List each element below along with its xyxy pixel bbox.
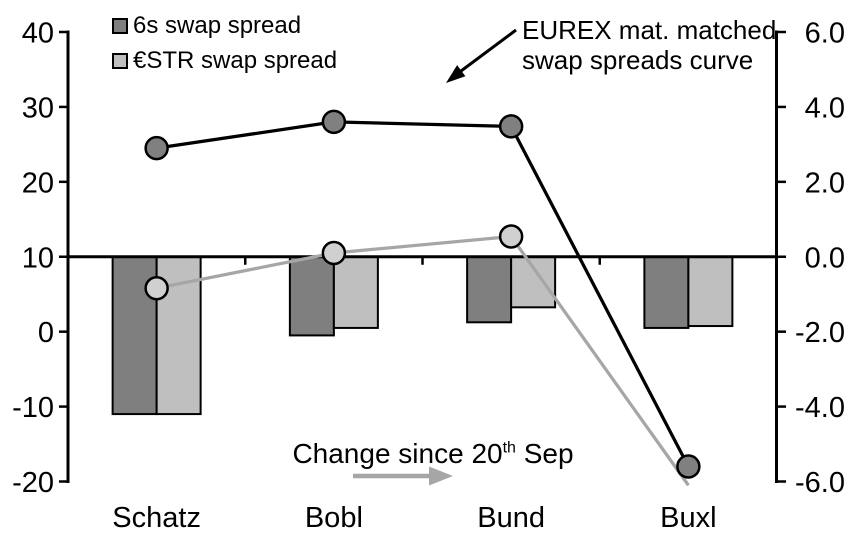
left-axis-tick-label: 10 bbox=[22, 242, 54, 274]
bar-bobl-estr bbox=[332, 255, 379, 329]
category-label-schatz: Schatz bbox=[112, 502, 201, 534]
line-series-estr bbox=[144, 224, 690, 487]
legend-item-6s-swap-spread: 6s swap spread bbox=[112, 8, 337, 43]
line-series-6s bbox=[144, 109, 701, 479]
category-label-bobl: Bobl bbox=[305, 502, 363, 534]
legend-swatch-estr-icon bbox=[112, 52, 128, 69]
right-axis-tick-label: 0.0 bbox=[805, 242, 845, 274]
data-point-schatz-estr bbox=[144, 275, 169, 301]
bar-bund-6s bbox=[466, 255, 513, 324]
change-note-suffix: Sep bbox=[515, 438, 574, 469]
right-axis-tick-label: -2.0 bbox=[795, 317, 845, 349]
right-axis-tick-label: 4.0 bbox=[805, 92, 845, 124]
chart-legend: 6s swap spread €STR swap spread bbox=[112, 8, 337, 78]
left-axis-tick-label: 30 bbox=[22, 92, 54, 124]
left-axis-tick-label: -20 bbox=[12, 467, 54, 499]
left-axis-tick-label: 40 bbox=[22, 18, 54, 50]
legend-item-estr-swap-spread: €STR swap spread bbox=[112, 43, 337, 78]
data-point-schatz-6s bbox=[144, 135, 169, 161]
left-axis: 40 30 20 10 0 -10 -20 bbox=[12, 18, 70, 499]
bar-buxl-estr bbox=[687, 255, 734, 328]
right-axis: 6.0 4.0 2.0 0.0 -2.0 -4.0 -6.0 bbox=[775, 18, 845, 499]
data-point-buxl-6s bbox=[676, 454, 701, 479]
legend-label-6s: 6s swap spread bbox=[133, 11, 302, 39]
change-arrow-icon bbox=[353, 466, 453, 486]
data-point-bobl-estr bbox=[321, 240, 347, 266]
bar-bund-estr bbox=[510, 255, 557, 309]
change-since-note: Change since 20th Sep bbox=[287, 438, 579, 470]
legend-label-estr: €STR swap spread bbox=[133, 46, 338, 74]
left-axis-tick-label: 0 bbox=[38, 317, 54, 349]
curve-annotation-arrow-icon bbox=[446, 28, 517, 83]
category-label-buxl: Buxl bbox=[660, 502, 716, 534]
data-point-bund-estr bbox=[498, 224, 524, 249]
6s-curve bbox=[156, 120, 690, 468]
data-point-bobl-6s bbox=[321, 109, 347, 135]
estr-curve bbox=[156, 234, 690, 487]
curve-annotation: EUREX mat. matched swap spreads curve bbox=[522, 15, 776, 75]
curve-annotation-line2: swap spreads curve bbox=[522, 45, 754, 75]
legend-swatch-6s-icon bbox=[112, 17, 128, 34]
change-note-sup: th bbox=[502, 439, 516, 457]
category-label-bund: Bund bbox=[477, 502, 545, 534]
right-axis-tick-label: -4.0 bbox=[795, 392, 845, 424]
bar-buxl-6s bbox=[643, 255, 690, 329]
curve-annotation-line1: EUREX mat. matched bbox=[522, 15, 777, 45]
data-point-bund-6s bbox=[498, 114, 524, 139]
right-axis-tick-label: 2.0 bbox=[805, 167, 845, 199]
left-axis-tick-label: 20 bbox=[22, 167, 54, 199]
left-axis-tick-label: -10 bbox=[12, 392, 54, 424]
change-note-prefix: Change since 20 bbox=[292, 438, 503, 469]
right-axis-tick-label: 6.0 bbox=[805, 18, 845, 50]
bar-bobl-6s bbox=[288, 255, 335, 337]
right-axis-tick-label: -6.0 bbox=[795, 467, 845, 499]
